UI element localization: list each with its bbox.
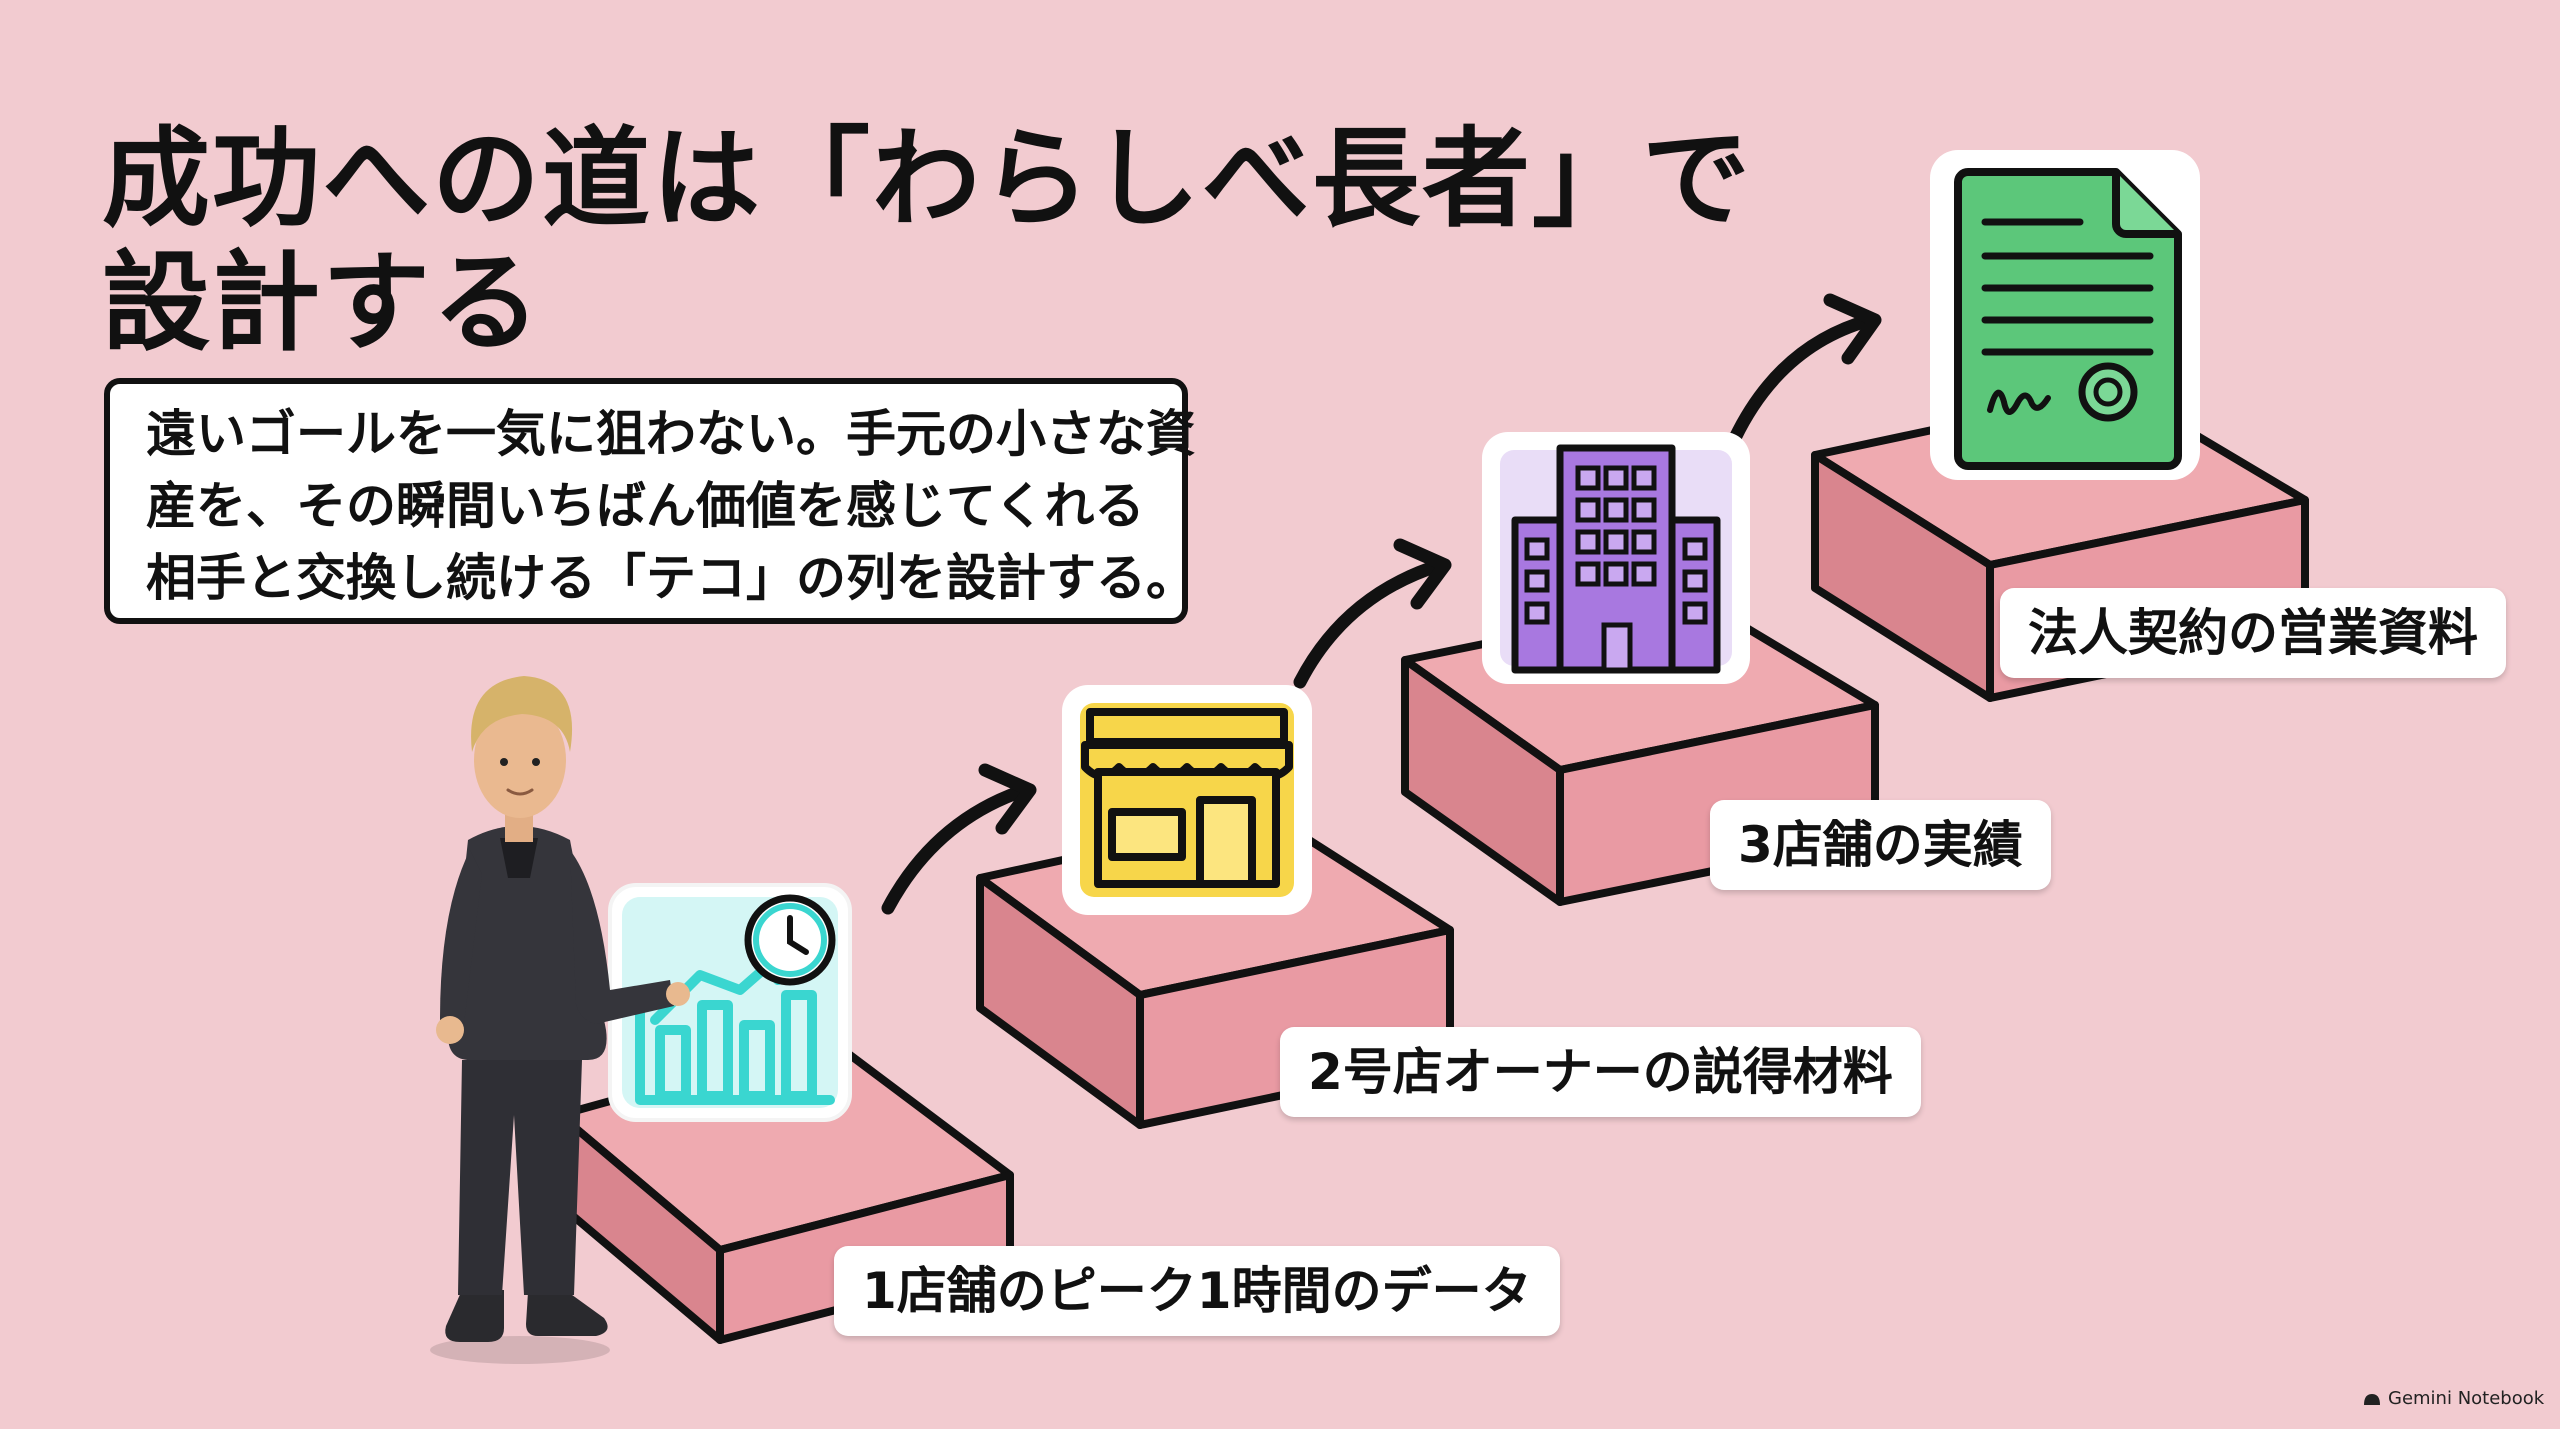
callout-line-1: 遠いゴールを一気に狙わない。手元の小さな資 <box>146 405 1196 463</box>
callout-line-2: 産を、その瞬間いちばん価値を感じてくれる <box>146 477 1145 535</box>
footer-brand-text: Gemini Notebook <box>2388 1388 2545 1409</box>
storefront-icon <box>1062 685 1312 915</box>
arrow-icon <box>881 763 1037 915</box>
arrow-icon <box>1728 293 1882 445</box>
step-label-1: 1店舗のピーク1時間のデータ <box>834 1246 1560 1336</box>
gemini-logo-icon <box>2364 1393 2380 1405</box>
step-label-3: 3店舗の実績 <box>1710 800 2051 890</box>
office-building-icon <box>1482 432 1750 684</box>
contract-document-icon <box>1930 150 2200 480</box>
summary-callout: 遠いゴールを一気に狙わない。手元の小さな資 産を、その瞬間いちばん価値を感じてく… <box>104 378 1196 624</box>
person-avatar <box>430 676 690 1364</box>
arrow-icon <box>1293 538 1452 689</box>
title-line-2: 設計する <box>102 241 543 366</box>
page-title: 成功への道は「わらしべ長者」で 設計する <box>102 118 1752 366</box>
step-label-2: 2号店オーナーの説得材料 <box>1280 1027 1921 1117</box>
title-line-1: 成功への道は「わらしべ長者」で <box>102 117 1753 242</box>
step-label-4: 法人契約の営業資料 <box>2000 588 2506 678</box>
callout-line-3: 相手と交換し続ける「テコ」の列を設計する。 <box>146 549 1196 607</box>
footer-brand: Gemini Notebook <box>2362 1388 2544 1409</box>
chart-clock-icon <box>608 883 852 1122</box>
